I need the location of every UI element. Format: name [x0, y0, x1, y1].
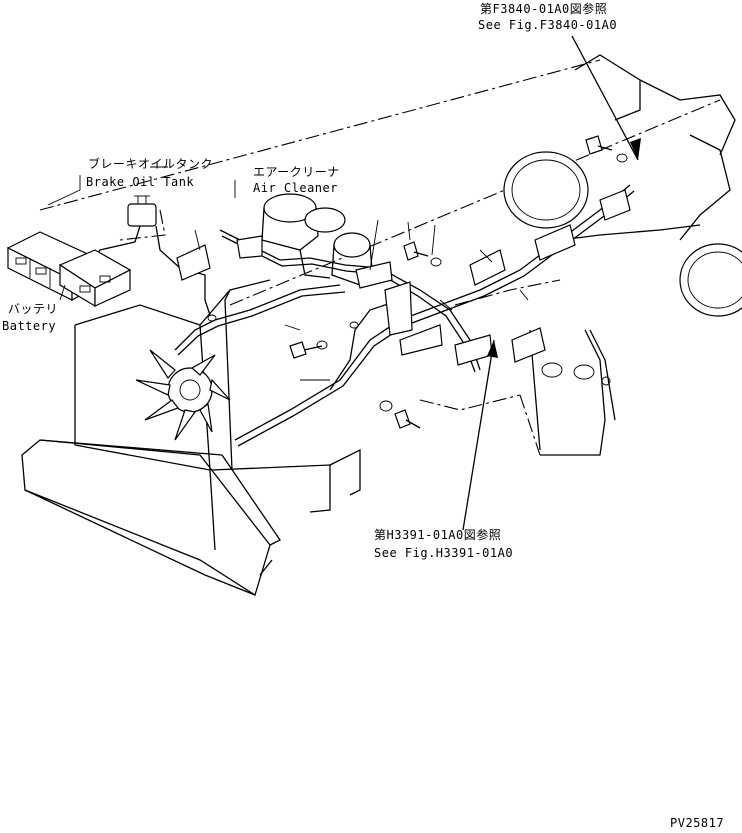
- bolt-icon: [289, 135, 613, 429]
- dashed-frame: [39, 59, 721, 456]
- clamps: [176, 189, 631, 366]
- engine-block: [74, 279, 361, 551]
- brake-tank-jp-label: ブレーキオイルタンク: [88, 157, 214, 171]
- air-cleaner-en-label: Air Cleaner: [253, 181, 338, 195]
- leader-lines: [47, 166, 529, 381]
- cooling-fan: [135, 349, 231, 441]
- washer-icon: [207, 153, 628, 412]
- brake-oil-tank: [94, 195, 211, 316]
- ref-top-jp-label: 第F3840-01A0図参照: [480, 2, 608, 16]
- ref-top-en-label: See Fig.F3840-01A0: [478, 18, 618, 32]
- battery-jp-label: バッテリ: [8, 302, 59, 316]
- ref-bottom-en-label: See Fig.H3391-01A0: [374, 546, 514, 560]
- rear-axle: [503, 54, 742, 456]
- batteries: [6, 231, 132, 308]
- ref-bottom-jp-label: 第H3391-01A0図参照: [374, 528, 502, 542]
- frame-outline: [21, 439, 281, 597]
- air-cleaner-jp-label: エアークリーナ: [253, 165, 340, 179]
- brake-pipes: [174, 184, 635, 447]
- battery-en-label: Battery: [2, 319, 57, 333]
- drawing-id: PV25817: [670, 816, 725, 830]
- brake-tank-en-label: Brake Oil Tank: [86, 175, 195, 189]
- air-cleaner: [261, 193, 373, 286]
- arrow-icon: [462, 35, 641, 531]
